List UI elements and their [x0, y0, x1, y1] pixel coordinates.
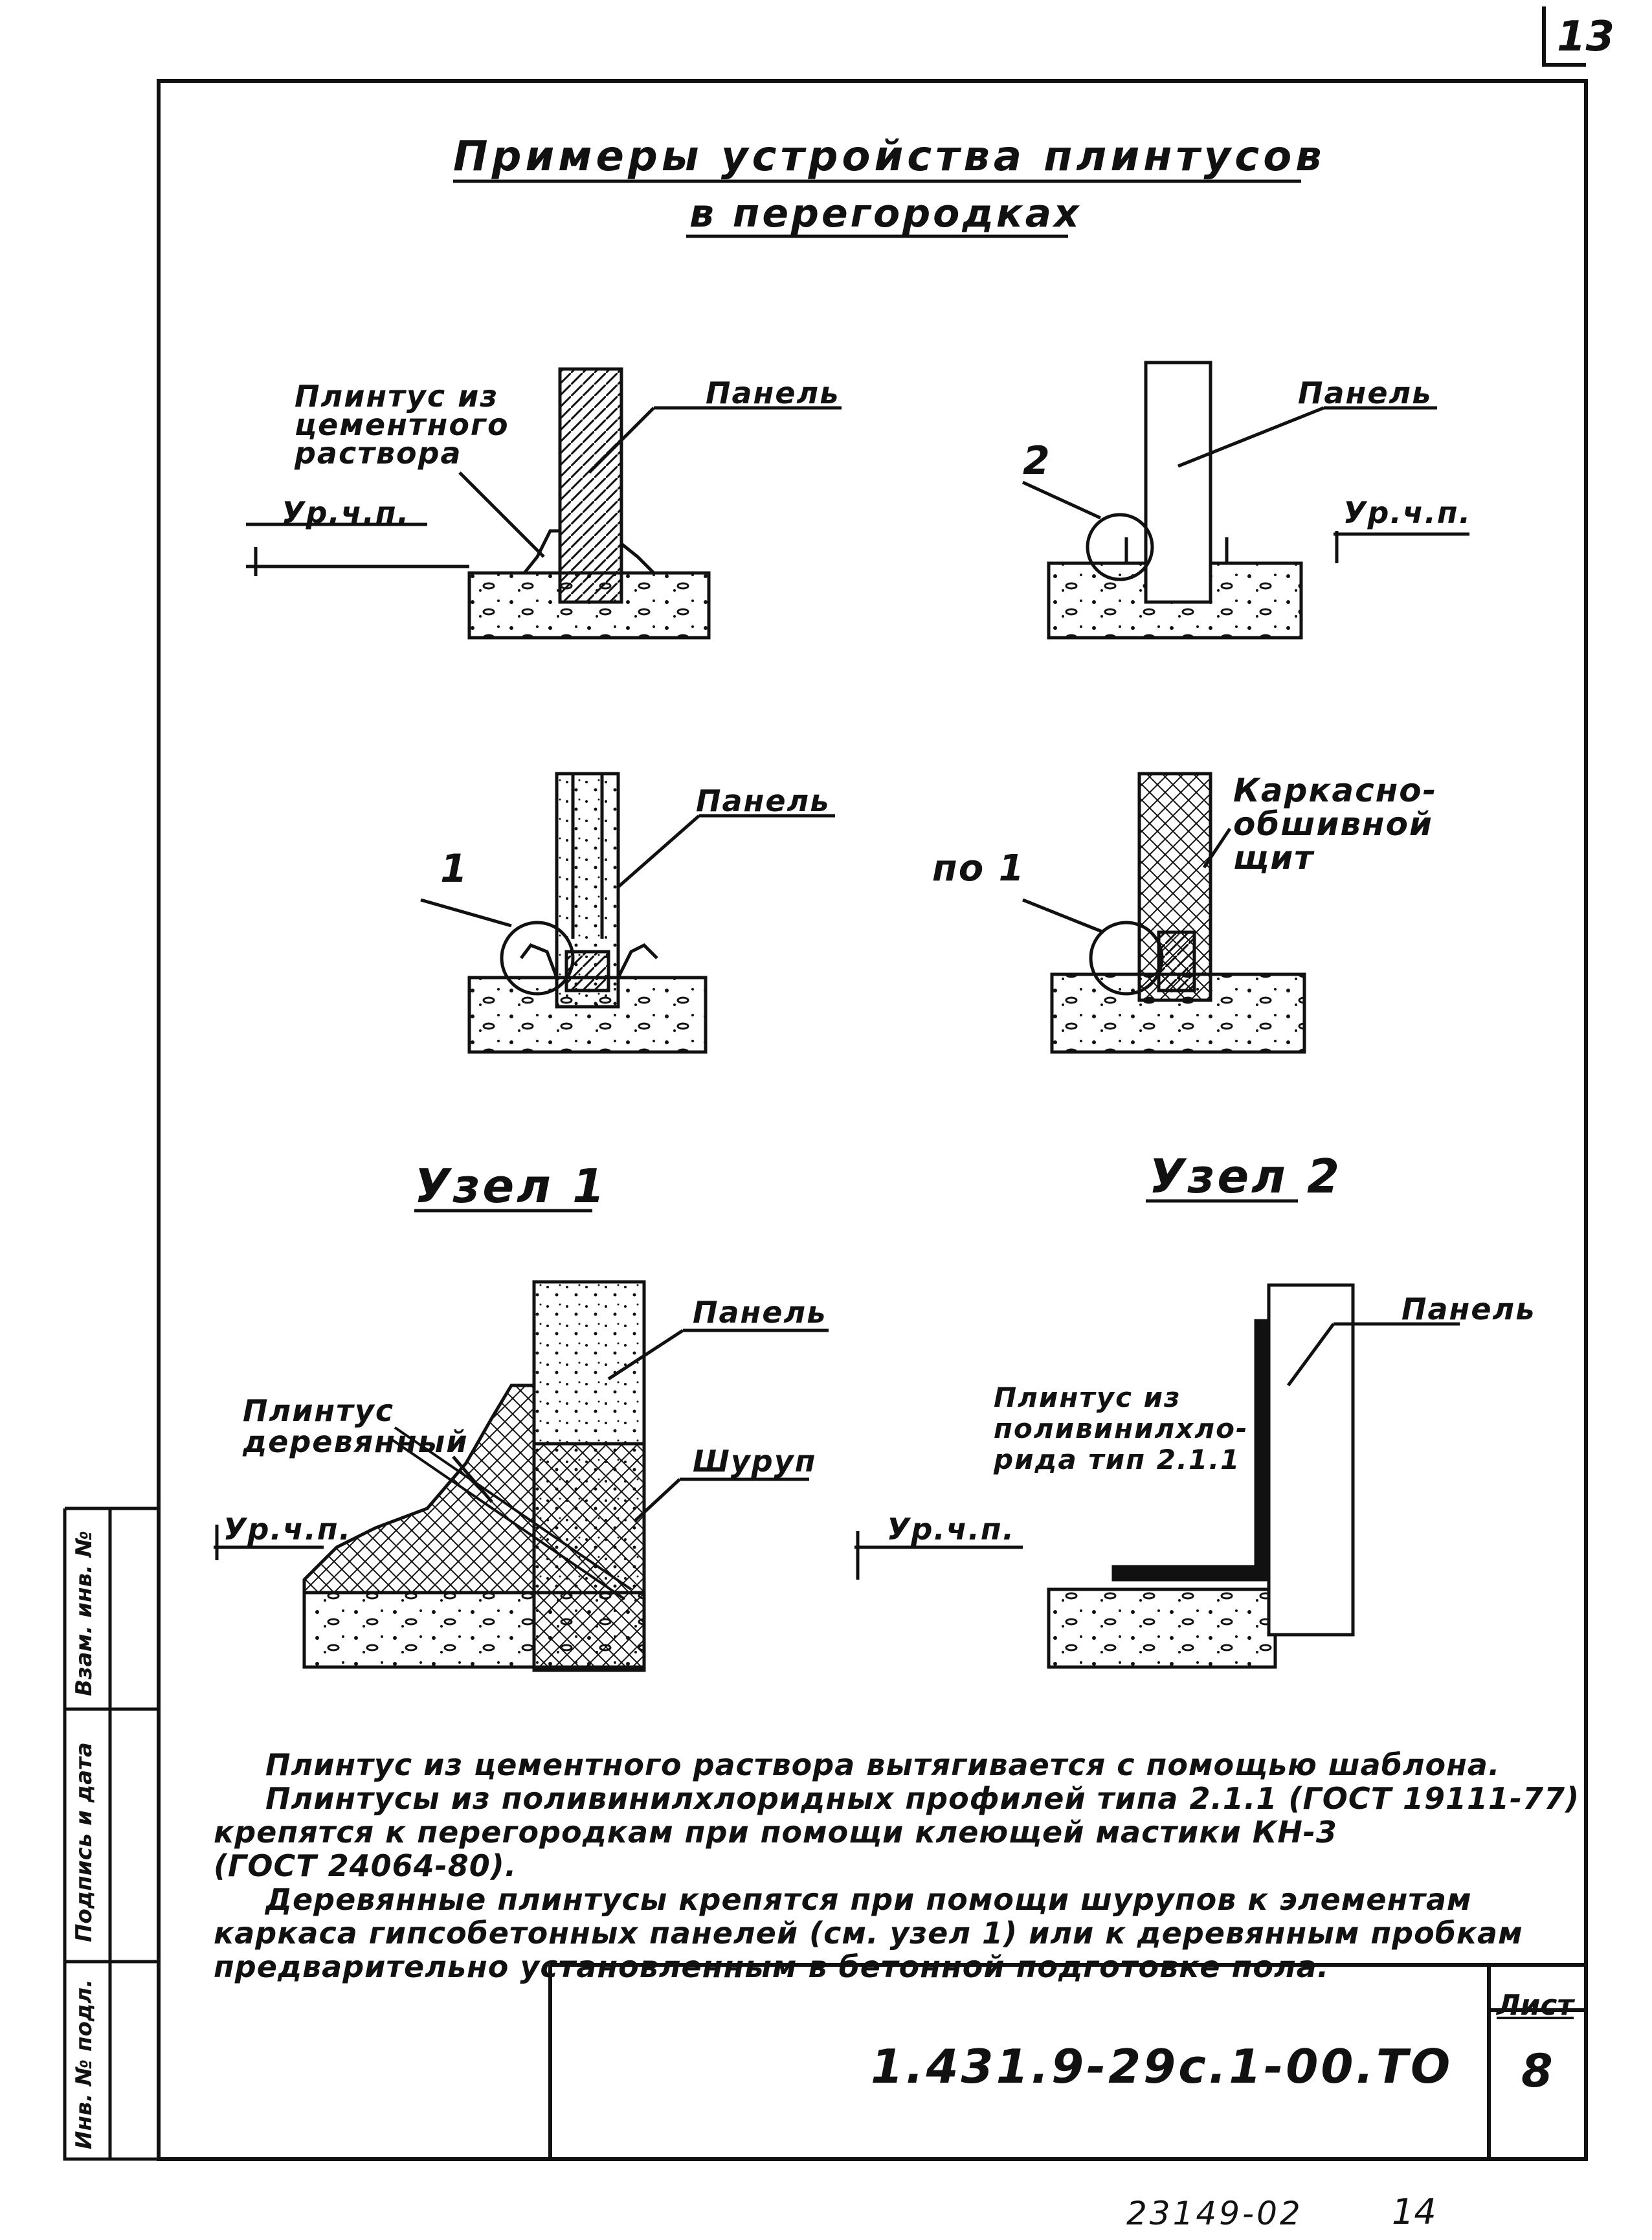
page-title-line-1: Примеры устройства плинтусов — [453, 133, 1326, 181]
note-line-2: Плинтусы из поливинилхлоридных профилей … — [265, 1781, 1580, 1816]
node1-panel-label: Панель — [693, 1295, 827, 1330]
node2-panel-label: Панель — [1401, 1292, 1536, 1327]
bottom-page-number: 14 — [1392, 2191, 1436, 2232]
fig4-panel-label: Каркасно- обшивной щит — [1233, 772, 1438, 877]
fig3-node-label: 1 — [440, 846, 469, 891]
node2-plinth-label: Плинтус из поливинилхло- рида тип 2.1.1 — [994, 1382, 1249, 1475]
note-line-3: крепятся к перегородкам при помощи клеющ… — [214, 1815, 1337, 1850]
note-line-1: Плинтус из цементного раствора вытягивае… — [265, 1747, 1501, 1782]
node2-floor-level-label: Ур.ч.п. — [887, 1512, 1016, 1547]
archive-code: 23149-02 — [1126, 2195, 1303, 2232]
page-title-line-2: в перегородках — [689, 191, 1082, 236]
note-line-7: предварительно установленным в бетонной … — [214, 1949, 1330, 1984]
document-code: 1.431.9-29с.1-00.ТО — [871, 2039, 1453, 2094]
figure-4-frame-panel — [1022, 772, 1306, 1054]
fig1-panel-label: Панель — [706, 375, 840, 410]
fig2-panel-label: Панель — [1298, 375, 1433, 410]
figure-1-cement-plinth — [246, 367, 842, 640]
title-underlines — [453, 179, 1301, 238]
fig2-floor-level-label: Ур.ч.п. — [1343, 495, 1472, 530]
node1-plinth-label: Плинтус деревянный — [243, 1393, 469, 1459]
side-stamp-frame — [63, 1506, 159, 2161]
fig1-plinth-label: Плинтус из цементного раствора — [295, 379, 509, 471]
node-2-title: Узел 2 — [1149, 1149, 1343, 1204]
stamp-sign-date: Подпись и дата — [71, 1742, 97, 1942]
note-line-5: Деревянные плинтусы крепятся при помощи … — [265, 1882, 1472, 1917]
notes-text: Плинтус из цементного раствора вытягивае… — [214, 1748, 1586, 1984]
figure-3-wood-plinth — [420, 772, 835, 1054]
note-line-6: каркаса гипсобетонных панелей (см. узел … — [214, 1916, 1523, 1951]
sheet-number: 8 — [1521, 2044, 1553, 2098]
stamp-inv-orig: Инв. № подл. — [71, 1978, 97, 2149]
note-line-4: (ГОСТ 24064-80). — [214, 1848, 517, 1883]
fig3-panel-label: Панель — [696, 783, 831, 818]
fig2-node-label: 2 — [1023, 438, 1051, 484]
sheet-frame — [157, 6, 1588, 2161]
sheet-label: Лист — [1497, 1989, 1574, 2022]
stamp-inv-replacement: Взам. инв. № — [71, 1530, 97, 1696]
node1-screw-label: Шуруп — [693, 1444, 817, 1479]
node-1-detail — [214, 1280, 829, 1672]
node-title-underlines — [414, 1199, 1298, 1213]
title-block-frame — [548, 1963, 1586, 2159]
fig1-floor-level-label: Ур.ч.п. — [282, 495, 410, 530]
node-2-detail — [854, 1283, 1460, 1669]
node-1-title: Узел 1 — [414, 1159, 608, 1213]
node1-floor-level-label: Ур.ч.п. — [223, 1512, 352, 1547]
page-number: 13 — [1557, 13, 1615, 61]
fig4-node-label: по 1 — [932, 847, 1025, 890]
figure-2-pvc-plinth — [1021, 361, 1469, 640]
